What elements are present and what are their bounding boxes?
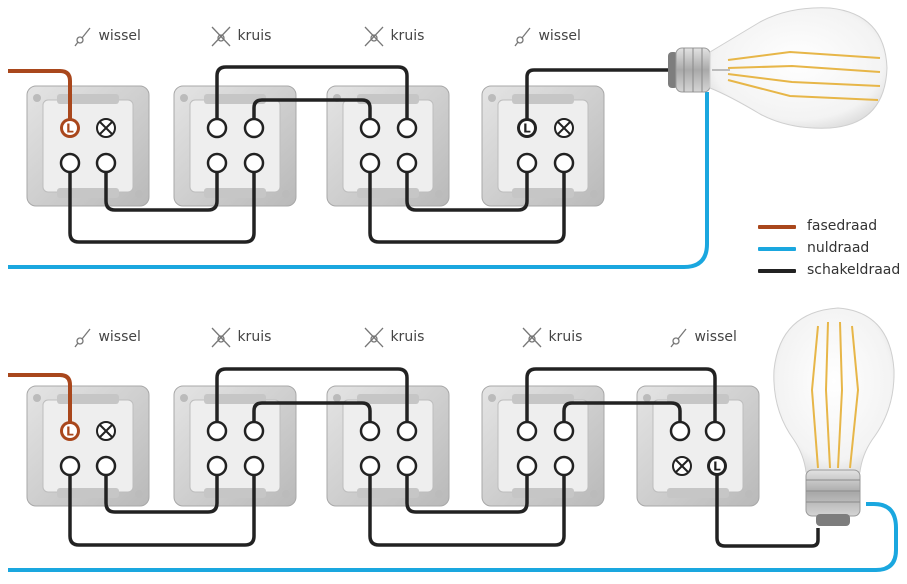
wissel-switch-icon (514, 27, 531, 47)
lamp-terminal-top: L (517, 118, 537, 138)
switch-body-top-2 (173, 85, 297, 207)
switch-label-bottom-4: kruis (520, 326, 582, 348)
switch-body-bottom-1 (26, 385, 150, 507)
switch-body-top-4 (481, 85, 605, 207)
switch-label-top-3: kruis (362, 25, 424, 47)
unused-terminal-bottom-1 (96, 421, 116, 441)
phase-terminal-label-top: L (66, 122, 74, 136)
switch-body-top-1 (26, 85, 150, 207)
wissel-switch-icon (74, 328, 91, 348)
legend-swatch-fase (758, 225, 796, 229)
switch-label-bottom-1: wissel (72, 326, 141, 348)
switch-body-top-3 (326, 85, 450, 207)
unused-terminal-top-2 (554, 118, 574, 138)
unused-terminal-top-1 (96, 118, 116, 138)
phase-wire-bottom (8, 373, 72, 422)
light-bulb-bottom (773, 307, 895, 526)
neutral-wire-bottom (8, 502, 898, 572)
wissel-switch-icon (670, 328, 687, 348)
phase-wire-top (8, 69, 72, 119)
light-bulb-top (668, 7, 888, 129)
switch-label-bottom-3: kruis (362, 326, 424, 348)
legend-swatch-nul (758, 247, 796, 251)
switch-label-top-2: kruis (209, 25, 271, 47)
switch-wires-top (68, 65, 677, 244)
legend-label-schakel: schakeldraad (807, 262, 901, 278)
kruis-switch-icon (522, 327, 542, 348)
phase-terminal-label-bottom: L (66, 425, 74, 439)
kruis-switch-icon (364, 327, 384, 348)
kruis-switch-icon (211, 26, 231, 47)
switch-label-top-1: wissel (72, 25, 141, 47)
terminals-bottom (59, 420, 726, 477)
phase-terminal-bottom: L (60, 421, 80, 441)
legend-label-fase: fasedraad (807, 218, 878, 234)
terminals-top (59, 117, 575, 174)
neutral-wire-top (8, 92, 709, 269)
legend-label-nul: nuldraad (807, 240, 870, 256)
kruis-switch-icon (211, 327, 231, 348)
kruis-switch-icon (364, 26, 384, 47)
switch-label-bottom-5: wissel (668, 326, 737, 348)
switch-wires-bottom (68, 367, 820, 548)
switch-label-bottom-2: kruis (209, 326, 271, 348)
lamp-terminal-bottom: L (707, 456, 727, 476)
legend-swatch-schakel (758, 269, 796, 273)
lamp-terminal-label-bottom: L (713, 460, 721, 474)
switch-label-top-4: wissel (512, 25, 581, 47)
wissel-switch-icon (74, 27, 91, 47)
phase-terminal-top: L (60, 118, 80, 138)
lamp-terminal-label-top: L (523, 122, 531, 136)
unused-terminal-bottom-2 (672, 456, 692, 476)
